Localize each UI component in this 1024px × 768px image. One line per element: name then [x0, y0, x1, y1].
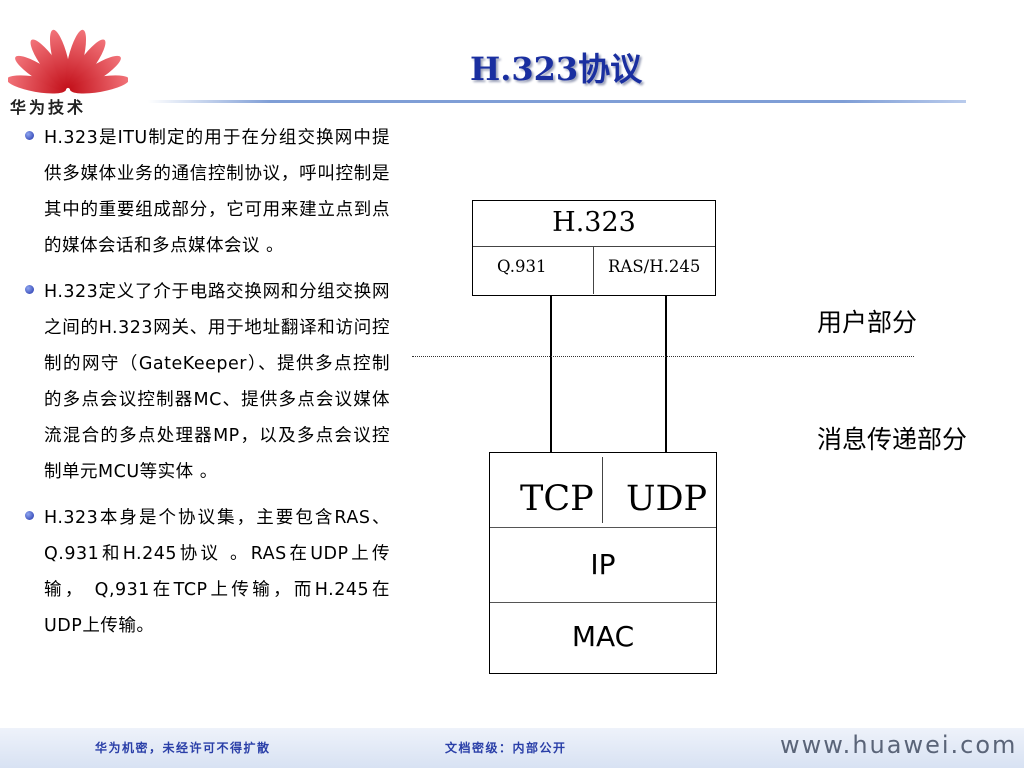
page-title: H.323协议: [470, 50, 643, 88]
logo-petal: [68, 39, 106, 89]
footer-website: www.huawei.com: [780, 731, 1018, 759]
logo-petal: [65, 29, 87, 89]
huawei-logo-icon: [6, 18, 130, 118]
bullet-text: H.323本身是个协议集，主要包含RAS、Q.931和H.245协议 。RAS在…: [44, 508, 390, 636]
bullet-item: H.323本身是个协议集，主要包含RAS、Q.931和H.245协议 。RAS在…: [22, 500, 390, 644]
connector-line-ras: [665, 296, 667, 452]
bullet-item: H.323是ITU制定的用于在分组交换网中提供多媒体业务的通信控制协议，呼叫控制…: [22, 120, 390, 264]
transport-stack-box: TCP UDP IP MAC: [489, 452, 717, 674]
h323-box: H.323 Q.931 RAS/H.245: [472, 200, 716, 296]
mac-layer: MAC: [571, 620, 635, 653]
bullet-list: H.323是ITU制定的用于在分组交换网中提供多媒体业务的通信控制协议，呼叫控制…: [22, 120, 390, 654]
bullet-dot-icon: [25, 285, 34, 294]
udp-label: UDP: [626, 479, 708, 519]
logo-petal: [69, 75, 130, 94]
title-divider: [148, 100, 966, 103]
h323-divider: [593, 246, 594, 294]
footer-bar: 华为机密，未经许可不得扩散 文档密级：内部公开 www.huawei.com: [0, 728, 1024, 768]
footer-confidential: 华为机密，未经许可不得扩散: [95, 741, 271, 755]
footer-doc-level: 文档密级：内部公开: [445, 741, 567, 755]
ip-layer: IP: [490, 527, 716, 603]
h323-box-title: H.323: [473, 201, 715, 247]
tcp-label: TCP: [520, 479, 594, 519]
bullet-text: H.323定义了介于电路交换网和分组交换网之间的H.323网关、用于地址翻译和访…: [44, 282, 390, 482]
ras-h245-label: RAS/H.245: [608, 257, 701, 276]
bullet-dot-icon: [25, 131, 34, 140]
bullet-text: H.323是ITU制定的用于在分组交换网中提供多媒体业务的通信控制协议，呼叫控制…: [44, 128, 390, 256]
bullet-item: H.323定义了介于电路交换网和分组交换网之间的H.323网关、用于地址翻译和访…: [22, 274, 390, 490]
logo-petal: [15, 55, 67, 91]
tcp-udp-divider: [602, 457, 603, 523]
connector-line-q931: [550, 296, 552, 452]
logo-petal: [49, 29, 71, 89]
message-part-label: 消息传递部分: [817, 425, 968, 454]
bullet-dot-icon: [25, 511, 34, 520]
logo-text: 华为技术: [10, 98, 87, 117]
user-part-label: 用户部分: [817, 308, 918, 337]
logo-petal: [6, 75, 67, 94]
dotted-separator: [412, 356, 914, 357]
q931-label: Q.931: [497, 257, 547, 276]
